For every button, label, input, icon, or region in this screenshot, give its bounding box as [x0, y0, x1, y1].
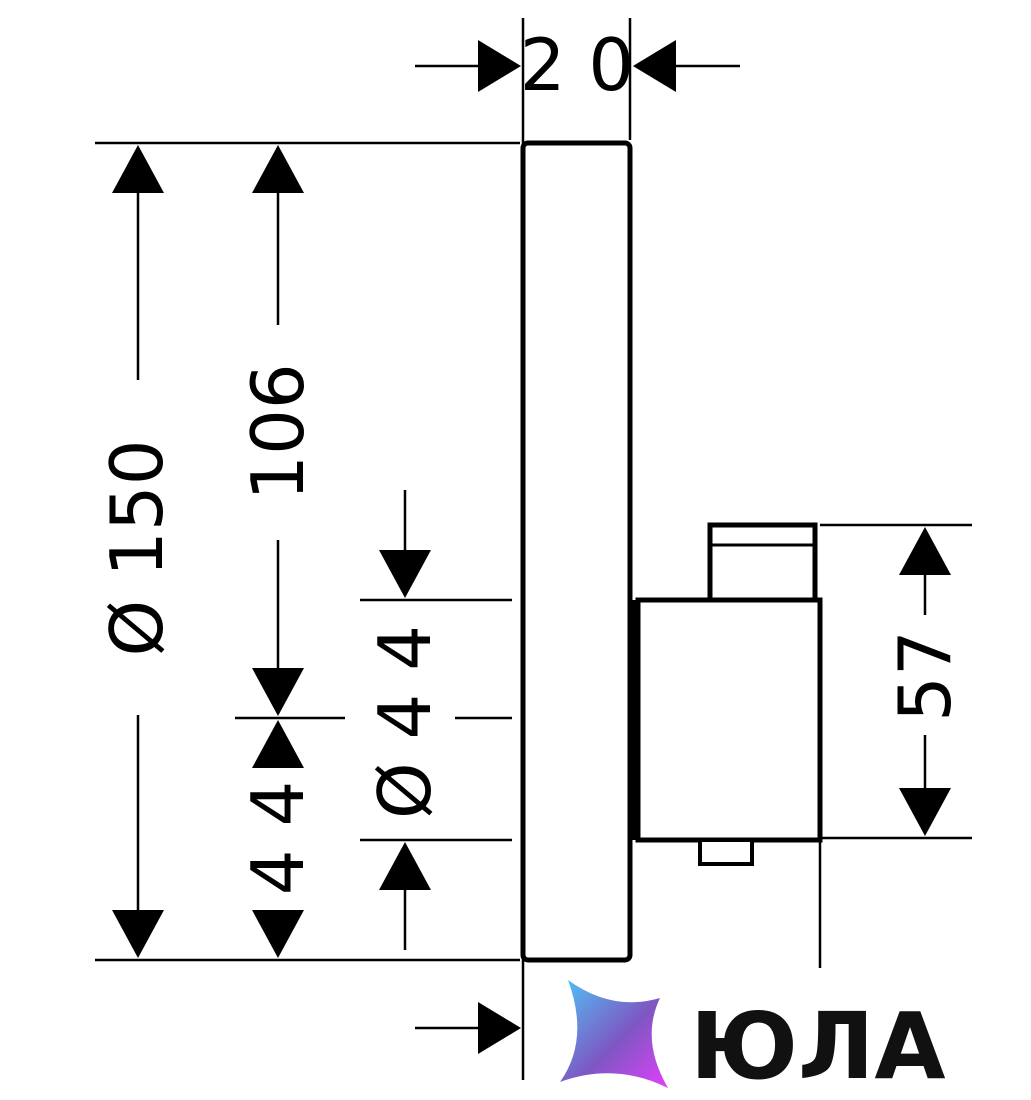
outlet-diameter-label: Ø 4 4 [363, 625, 447, 819]
cover-plate [520, 140, 633, 963]
arrowhead-right [478, 1002, 521, 1054]
watermark-logo: ЮЛА [560, 980, 946, 1100]
bottom-depth-arrow [415, 1002, 521, 1054]
valve-housing [635, 597, 823, 843]
arrowhead-up [112, 145, 164, 193]
arrowhead-up [899, 527, 951, 575]
arrowhead-down [252, 910, 304, 958]
arrowhead-up [252, 720, 304, 768]
depth-dimension-label: 2 0 [520, 23, 635, 107]
overall-diameter-label: Ø 150 [95, 440, 179, 657]
arrowhead-down [379, 550, 431, 598]
arrowhead-right [478, 40, 521, 92]
valve-height-label: 57 [883, 630, 967, 722]
arrowhead-left [633, 40, 676, 92]
arrowhead-down [112, 910, 164, 958]
logo-wordmark: ЮЛА [690, 993, 946, 1100]
lower-height-label: 4 4 [236, 781, 320, 896]
depth-dimension: 2 0 [415, 23, 740, 107]
arrowhead-down [252, 668, 304, 716]
valve-height-dimension: 57 [883, 527, 967, 836]
logo-star-icon [560, 980, 668, 1088]
arrowhead-up [379, 842, 431, 890]
bottom-nub [698, 838, 754, 866]
lower-height-dimension: 4 4 [236, 720, 320, 958]
upper-height-dimension: 106 [236, 145, 320, 716]
arrowhead-down [899, 788, 951, 836]
overall-diameter-dimension: Ø 150 [95, 145, 179, 958]
plate-edge [630, 600, 638, 840]
valve-body [520, 140, 823, 963]
arrowhead-up [252, 145, 304, 193]
upper-height-label: 106 [236, 363, 320, 500]
outlet-diameter-dimension: Ø 4 4 [363, 490, 447, 950]
top-knob [707, 522, 818, 603]
